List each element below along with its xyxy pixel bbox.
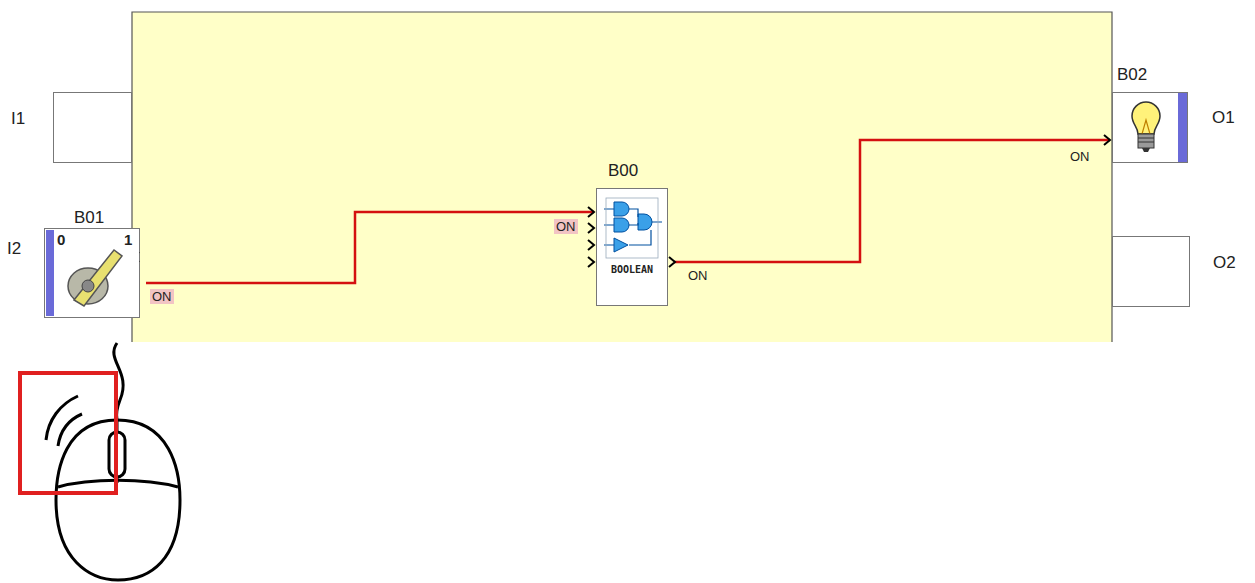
mouse-illustration bbox=[46, 343, 180, 580]
signal-wire bbox=[674, 140, 1110, 262]
function-block: B02O1 bbox=[1112, 92, 1188, 163]
panel-border bbox=[132, 12, 1112, 342]
block-label: B02 bbox=[1117, 66, 1147, 83]
signal-state: ON bbox=[554, 219, 578, 234]
highlight-frame bbox=[20, 373, 116, 493]
function-block: I1 bbox=[53, 92, 132, 163]
signal-state: ON bbox=[686, 268, 710, 283]
block-label: I2 bbox=[7, 240, 21, 257]
bulb-icon bbox=[1112, 92, 1188, 163]
function-block: B00BOOLEAN bbox=[596, 188, 668, 306]
block-label: B00 bbox=[608, 162, 638, 179]
signal-state: ON bbox=[1068, 149, 1092, 164]
function-block: O2 bbox=[1112, 236, 1190, 307]
output-chevron bbox=[669, 257, 675, 267]
input-chevron bbox=[588, 240, 594, 250]
block-label: I1 bbox=[11, 110, 25, 127]
block-label: O2 bbox=[1213, 254, 1236, 271]
switch-position: 0 bbox=[55, 231, 67, 248]
switch-position: 1 bbox=[122, 231, 134, 248]
signal-wire bbox=[146, 212, 594, 283]
block-label: O1 bbox=[1212, 109, 1235, 126]
yellow-panel bbox=[132, 12, 1112, 342]
input-chevron bbox=[588, 223, 594, 233]
input-chevron bbox=[588, 257, 594, 267]
block-label: BOOLEAN bbox=[611, 265, 653, 275]
signal-state: ON bbox=[150, 289, 174, 304]
block-label: B01 bbox=[74, 209, 104, 226]
boolean-icon bbox=[596, 188, 668, 306]
